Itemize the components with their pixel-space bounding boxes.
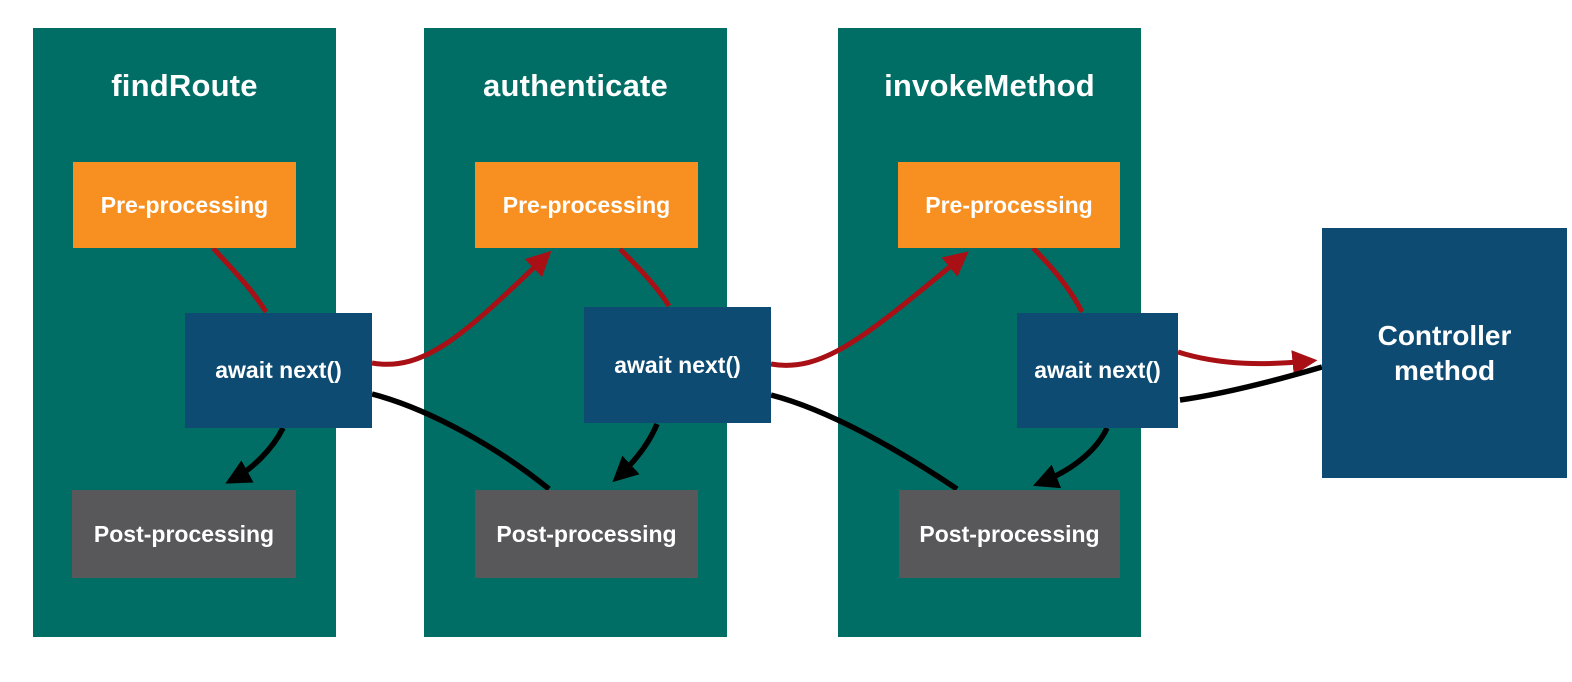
authenticate-post-processing-box: Post-processing — [475, 490, 698, 578]
invokemethod-await-next-label: await next() — [1034, 357, 1161, 383]
column-title-authenticate: authenticate — [483, 68, 668, 103]
authenticate-pre-processing-label: Pre-processing — [502, 191, 671, 218]
controller-method-label: Controller method — [1377, 320, 1512, 386]
findroute-pre-processing-box: Pre-processing — [73, 162, 296, 248]
authenticate-post-processing-label: Post-processing — [496, 520, 677, 547]
invokemethod-pre-processing-box: Pre-processing — [898, 162, 1120, 248]
authenticate-pre-processing-box: Pre-processing — [475, 162, 698, 248]
invokemethod-pre-processing-label: Pre-processing — [925, 191, 1093, 218]
edge-res-controller-await3 — [1179, 364, 1323, 403]
column-title-invokemethod: invokeMethod — [884, 68, 1095, 103]
column-title-findroute: findRoute — [111, 68, 258, 103]
findroute-post-processing-label: Post-processing — [93, 520, 275, 547]
findroute-post-processing-box: Post-processing — [72, 490, 296, 578]
authenticate-await-next-label: await next() — [614, 351, 741, 378]
findroute-await-next-box: await next() — [185, 313, 372, 428]
findroute-await-next-label: await next() — [215, 357, 342, 383]
invokemethod-post-processing-label: Post-processing — [919, 520, 1100, 547]
invokemethod-await-next-box: await next() — [1017, 313, 1178, 428]
findroute-pre-processing-label: Pre-processing — [100, 191, 269, 218]
controller-method-box: Controller method — [1322, 228, 1567, 478]
invokemethod-post-processing-box: Post-processing — [899, 490, 1120, 578]
authenticate-await-next-box: await next() — [584, 307, 771, 423]
edge-req-await3-controller — [1177, 349, 1318, 376]
